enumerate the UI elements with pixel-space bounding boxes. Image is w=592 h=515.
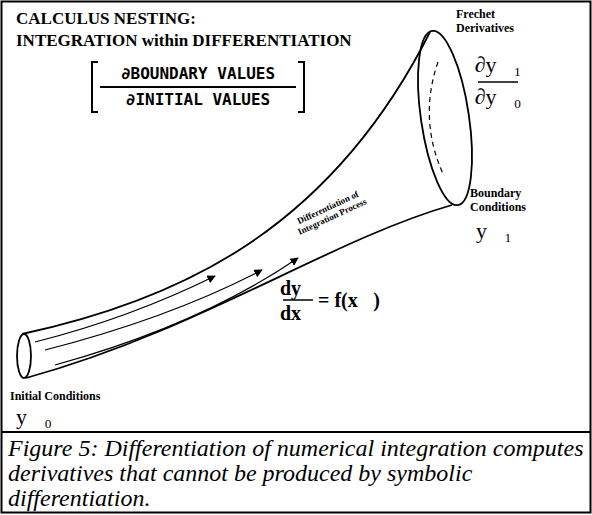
equation-denominator: dx⃗ <box>280 302 316 324</box>
initial-label: Initial Conditions <box>10 389 100 403</box>
initial-symbol: y⃗₀ <box>14 404 54 430</box>
figure-caption: Figure 5: Differentiation of numerical i… <box>8 436 586 511</box>
left-bracket <box>92 62 98 112</box>
fraction-bar <box>100 86 296 88</box>
title: CALCULUS NESTING: INTEGRATION within DIF… <box>16 8 352 52</box>
fraction-bar <box>283 299 313 301</box>
tube-bottom-edge <box>26 205 452 378</box>
flow-arrow <box>45 270 262 350</box>
derivative-numerator: ∂y⃗₁ <box>474 52 522 78</box>
boundary-symbol: y⃗₁ <box>474 218 514 244</box>
boundary-label: Boundary Conditions <box>470 186 546 214</box>
fraction-numerator: ∂BOUNDARY VALUES <box>100 64 296 84</box>
equation-numerator: dy⃗ <box>280 277 316 299</box>
fraction-denominator: ∂INITIAL VALUES <box>100 90 296 110</box>
frechet-label: Frechet Derivatives <box>456 7 530 35</box>
process-label: Differentiation of Integration Process <box>280 182 379 242</box>
derivative-denominator: ∂y⃗₀ <box>474 84 522 110</box>
boundary-end <box>408 27 481 208</box>
flow-arrow <box>55 258 298 365</box>
tube-top-edge <box>22 32 430 334</box>
equation-rhs: = f(x⃗) <box>318 289 380 311</box>
right-bracket <box>298 62 304 112</box>
initial-end <box>17 334 31 378</box>
flow-arrow <box>35 276 215 342</box>
caption-rule <box>1 431 591 433</box>
fraction-bar <box>478 81 518 83</box>
dashed-section <box>429 62 444 176</box>
